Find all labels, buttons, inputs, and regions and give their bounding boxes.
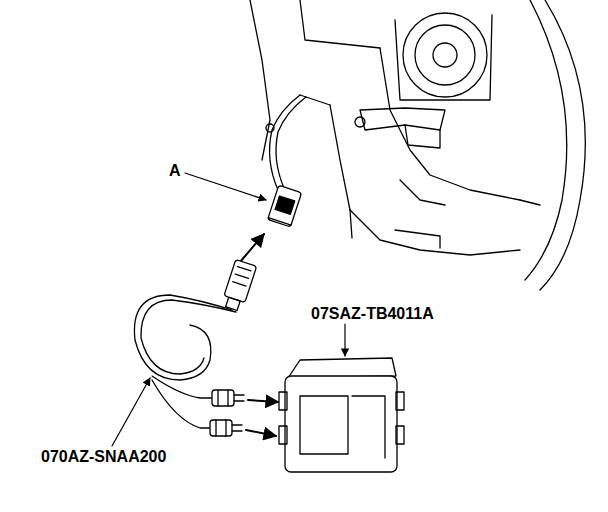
banana-plugs [210, 390, 278, 436]
headlight-unit [355, 13, 492, 148]
test-box [279, 358, 404, 472]
harness-connector [268, 185, 302, 227]
test-harness-connector [221, 260, 257, 312]
test-harness-cable [134, 295, 236, 428]
tool-number: 07SAZ-TB4011A [310, 305, 435, 323]
part-label: A [168, 162, 182, 180]
vehicle-harness [266, 95, 330, 190]
connect-arrow [240, 234, 264, 262]
vehicle-body [250, 0, 585, 290]
tool-number: 070AZ-SNAA200 [40, 448, 167, 466]
